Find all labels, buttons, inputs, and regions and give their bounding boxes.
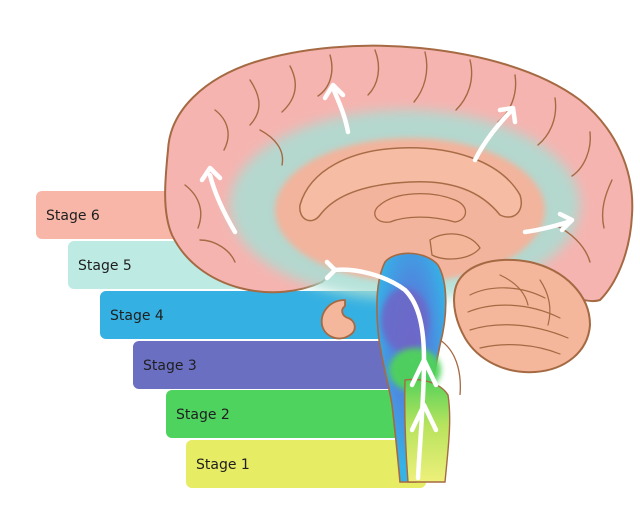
stage-bar-3 — [133, 341, 403, 389]
stage-bar-1 — [186, 440, 426, 488]
stage-label-3: Stage 3 — [143, 358, 197, 374]
stage-bars: Stage 6 Stage 5 Stage 4 Stage 3 Stage 2 Stage… — [36, 191, 426, 488]
stage-label-2: Stage 2 — [176, 407, 230, 423]
stage-label-5: Stage 5 — [78, 258, 132, 274]
stage-label-6: Stage 6 — [46, 208, 100, 224]
gyri — [184, 49, 613, 263]
pituitary — [320, 299, 356, 340]
stage-label-4: Stage 4 — [110, 308, 164, 324]
flow-arrows — [199, 82, 575, 481]
cerebellum — [453, 258, 592, 374]
corpus-callosum — [299, 147, 522, 222]
stage-bar-2 — [166, 390, 426, 438]
stage-label-1: Stage 1 — [196, 457, 250, 473]
